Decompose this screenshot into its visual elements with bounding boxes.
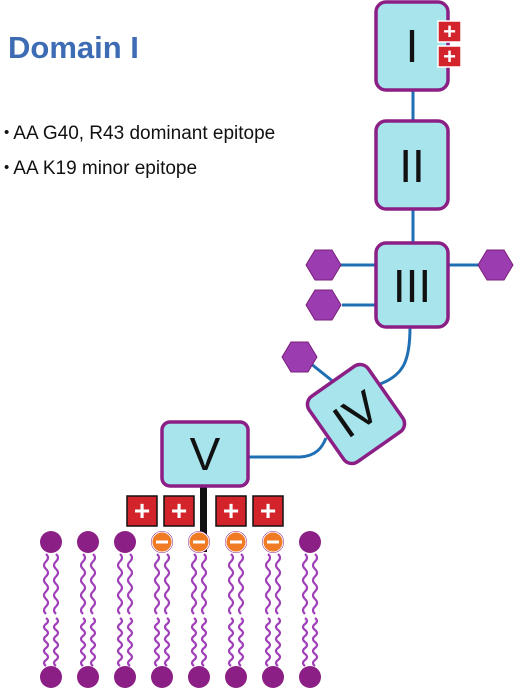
lipid-tail bbox=[153, 553, 161, 615]
positive-charge-icon bbox=[215, 495, 247, 527]
lipid-tail bbox=[42, 553, 50, 615]
lipid-tail bbox=[126, 553, 134, 615]
domain-3: III bbox=[374, 241, 450, 329]
domain-box bbox=[160, 420, 250, 488]
lipid-tail bbox=[153, 617, 161, 667]
positive-charge-icon bbox=[252, 495, 284, 527]
minus-icon bbox=[156, 540, 168, 544]
charge-symbol: + bbox=[443, 19, 456, 44]
lipid-tail bbox=[52, 617, 60, 667]
hexagon-icon bbox=[477, 249, 514, 281]
lipid-tail bbox=[227, 617, 235, 667]
positive-charge-icon bbox=[437, 45, 462, 68]
lipid-tail bbox=[311, 553, 319, 615]
epitope-list-item: •AA G40, R43 dominant epitope bbox=[4, 123, 276, 144]
lipid-tail bbox=[163, 617, 171, 667]
domain-5-charges: + + + + bbox=[126, 495, 284, 527]
hexagon-icon bbox=[305, 249, 342, 281]
hexagon-icon bbox=[281, 341, 318, 373]
lipid-tail bbox=[190, 553, 198, 615]
lipid-head bbox=[114, 531, 136, 553]
lipid-tail bbox=[237, 553, 245, 615]
domain-1-charges: + + bbox=[437, 19, 462, 69]
lipid-tail bbox=[52, 553, 60, 615]
domain-2: II bbox=[374, 119, 450, 211]
lipid-bilayer bbox=[40, 531, 321, 688]
lipid-tail bbox=[237, 617, 245, 667]
lipid-tail bbox=[301, 553, 309, 615]
lipid-head bbox=[40, 531, 62, 553]
positive-charge-icon bbox=[437, 20, 462, 43]
linker-d4-d5 bbox=[248, 437, 328, 459]
lipid-tail bbox=[116, 553, 124, 615]
lipid-tail bbox=[42, 617, 50, 667]
positive-charge-icon bbox=[163, 495, 195, 527]
lipid-head bbox=[77, 531, 99, 553]
lipid-tail bbox=[126, 617, 134, 667]
lipid-tail bbox=[227, 553, 235, 615]
lipid-tail bbox=[264, 553, 272, 615]
lipid-tail bbox=[163, 553, 171, 615]
lipid-tail bbox=[79, 553, 87, 615]
lipid-tail bbox=[89, 553, 97, 615]
lipid-tail bbox=[89, 617, 97, 667]
domain-4: IV bbox=[305, 362, 407, 466]
page-title: Domain I bbox=[8, 30, 139, 65]
domain-label: V bbox=[190, 428, 221, 480]
glycans bbox=[281, 249, 514, 373]
minus-icon bbox=[267, 540, 279, 544]
domain-box bbox=[374, 119, 450, 211]
domain-5: V bbox=[160, 420, 250, 488]
hexagon-icon bbox=[305, 289, 342, 321]
lipid-tail bbox=[274, 553, 282, 615]
membrane-anchor bbox=[200, 484, 207, 552]
lipid-tail bbox=[200, 553, 208, 615]
domain-label: III bbox=[393, 260, 431, 312]
linker-hex-d4 bbox=[309, 361, 336, 385]
domain-label: I bbox=[406, 20, 419, 72]
epitope-list-item: •AA K19 minor epitope bbox=[4, 158, 198, 179]
positive-charge-icon bbox=[126, 495, 158, 527]
minus-icon bbox=[193, 540, 205, 544]
lipid-tail bbox=[311, 617, 319, 667]
domain-label: II bbox=[399, 140, 425, 192]
lipid-head bbox=[299, 666, 321, 688]
charge-symbol: + bbox=[260, 495, 276, 526]
lipid-head bbox=[262, 666, 284, 688]
lipid-head bbox=[151, 666, 173, 688]
lipid-head bbox=[77, 666, 99, 688]
lipid-head bbox=[225, 666, 247, 688]
lipid-tail bbox=[301, 617, 309, 667]
lipid-tail bbox=[200, 617, 208, 667]
linkers bbox=[248, 85, 480, 459]
lipid-tail bbox=[264, 617, 272, 667]
epitope-list: •AA G40, R43 dominant epitope •AA K19 mi… bbox=[4, 116, 275, 186]
domain-1: I bbox=[374, 0, 450, 92]
charge-symbol: + bbox=[171, 495, 187, 526]
epitope-text: AA G40, R43 dominant epitope bbox=[13, 123, 276, 144]
lipid-tail bbox=[190, 617, 198, 667]
charge-symbol: + bbox=[443, 44, 456, 69]
lipid-tail bbox=[274, 617, 282, 667]
charge-symbol: + bbox=[134, 495, 150, 526]
lipid-tail bbox=[79, 617, 87, 667]
linker-d3-d4 bbox=[379, 326, 412, 386]
domain-box bbox=[374, 241, 450, 329]
lipid-head bbox=[114, 666, 136, 688]
lipid-tail bbox=[116, 617, 124, 667]
lipid-head bbox=[40, 666, 62, 688]
epitope-text: AA K19 minor epitope bbox=[13, 158, 198, 179]
domain-box bbox=[305, 362, 407, 466]
lipid-head bbox=[299, 531, 321, 553]
charge-symbol: + bbox=[223, 495, 239, 526]
minus-icon bbox=[230, 540, 242, 544]
lipid-head bbox=[188, 666, 210, 688]
